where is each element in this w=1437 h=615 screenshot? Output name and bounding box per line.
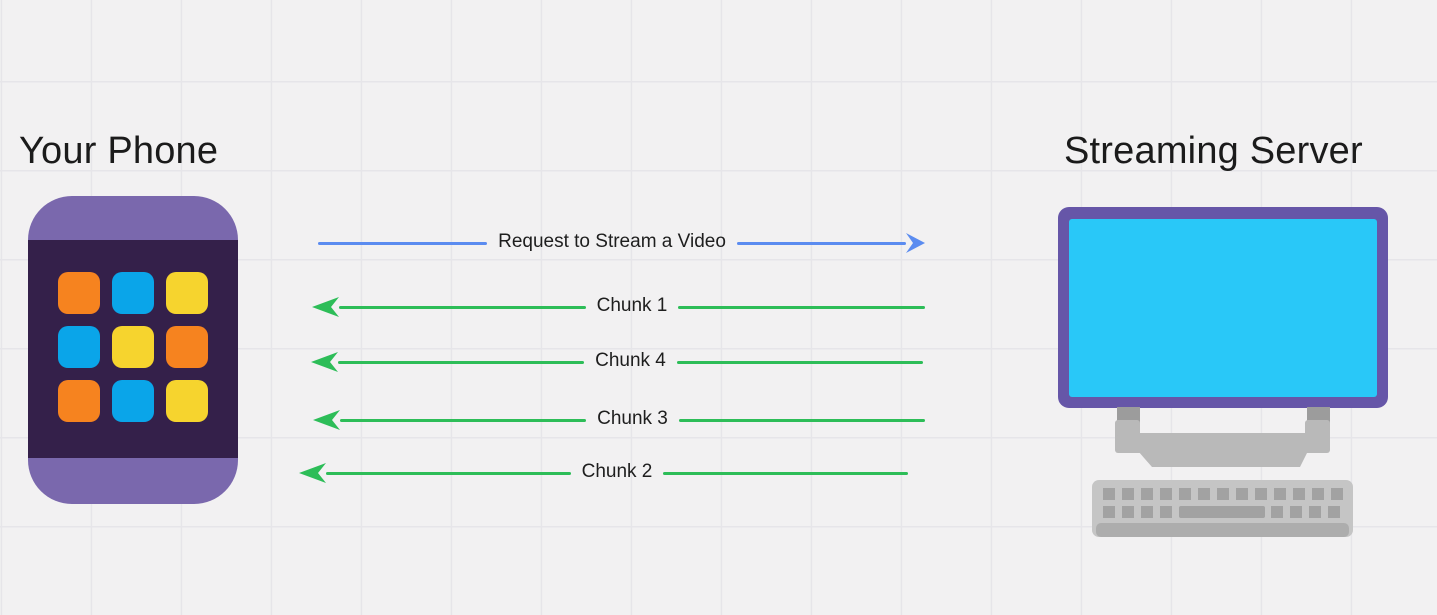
- arrow-chunk-1: Chunk 1: [312, 294, 925, 320]
- app-tile: [166, 272, 208, 314]
- app-tile: [112, 272, 154, 314]
- app-tile: [112, 380, 154, 422]
- arrow-line: [663, 471, 908, 475]
- keyboard-bottom-edge: [1096, 523, 1349, 537]
- arrow-line: [318, 241, 488, 245]
- arrowhead-left-icon: [312, 297, 339, 317]
- arrowhead-left-icon: [313, 410, 340, 430]
- phone-node-title: Your Phone: [19, 130, 219, 172]
- phone-icon-svg: [28, 196, 238, 504]
- arrow-chunk-4: Chunk 4: [311, 349, 923, 375]
- phone-app-grid-icon: [28, 196, 238, 504]
- keyboard-spacebar: [1179, 506, 1265, 518]
- monitor-stand-nub: [1307, 407, 1330, 423]
- app-tile: [112, 326, 154, 368]
- arrow-line: [678, 418, 925, 422]
- arrow-label: Chunk 1: [596, 295, 668, 316]
- app-tile: [166, 326, 208, 368]
- arrow-chunk-3: Chunk 3: [313, 407, 925, 433]
- monitor-screen: [1069, 219, 1377, 397]
- arrow-line: [678, 305, 925, 309]
- desktop-computer-icon: [1053, 202, 1393, 542]
- arrow-label: Chunk 4: [595, 350, 666, 371]
- arrow-line: [326, 471, 571, 475]
- arrow-label: Request to Stream a Video: [498, 231, 726, 252]
- arrowhead-right-icon: [906, 233, 926, 253]
- app-tile: [58, 326, 100, 368]
- server-node-title: Streaming Server: [1064, 130, 1363, 172]
- arrow-request-to-stream: Request to Stream a Video: [318, 230, 926, 256]
- monitor-icon-svg: [1058, 207, 1388, 537]
- arrow-line: [676, 360, 923, 364]
- arrow-line: [736, 241, 907, 245]
- arrow-label: Chunk 2: [581, 461, 653, 482]
- monitor-stand-bar: [1115, 433, 1330, 453]
- arrow-line: [339, 305, 586, 309]
- monitor-stand-nub: [1117, 407, 1140, 423]
- arrow-label: Chunk 3: [597, 408, 668, 429]
- app-tile: [166, 380, 208, 422]
- app-tile: [58, 380, 100, 422]
- arrowhead-left-icon: [311, 352, 338, 372]
- arrow-chunk-2: Chunk 2: [299, 460, 908, 486]
- arrow-line: [340, 418, 587, 422]
- app-tile: [58, 272, 100, 314]
- arrow-line: [338, 360, 585, 364]
- monitor-stand-base: [1138, 451, 1308, 467]
- arrowhead-left-icon: [299, 463, 326, 483]
